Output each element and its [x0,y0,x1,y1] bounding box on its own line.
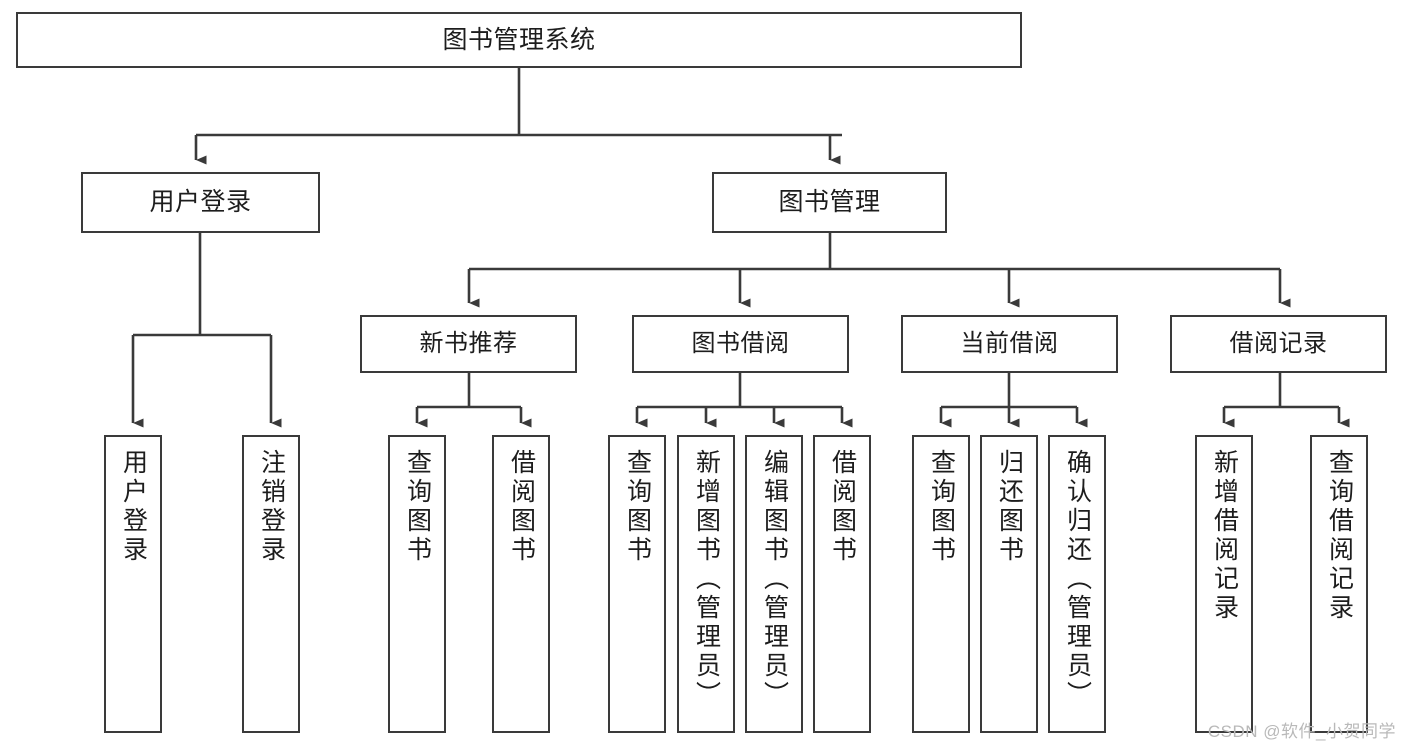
node-book-management[interactable]: 图书管理 [712,172,947,233]
node-label: 新增借阅记录 [1210,449,1239,623]
node-label: 查询图书 [623,449,652,565]
node-new-book-recommend[interactable]: 新书推荐 [360,315,577,373]
node-label: 查询图书 [403,449,432,565]
node-label: 图书管理系统 [442,25,596,54]
leaf-current-query-book[interactable]: 查询图书 [912,435,970,733]
node-label: 新增图书（管理员） [692,449,721,710]
node-label: 借阅记录 [1229,330,1328,358]
node-label: 用户登录 [149,188,252,217]
leaf-recommend-borrow-book[interactable]: 借阅图书 [492,435,550,733]
node-label: 图书管理 [778,188,881,217]
leaf-user-login-logout[interactable]: 注销登录 [242,435,300,733]
leaf-borrow-borrow-book[interactable]: 借阅图书 [813,435,871,733]
node-current-borrow[interactable]: 当前借阅 [901,315,1118,373]
node-label: 归还图书 [995,449,1024,565]
node-label: 查询借阅记录 [1325,449,1354,623]
node-label: 查询图书 [927,449,956,565]
node-label: 新书推荐 [419,330,518,358]
node-label: 注销登录 [257,449,286,565]
node-label: 借阅图书 [828,449,857,565]
watermark: CSDN @软件_小贺同学 [1207,722,1396,741]
node-label: 用户登录 [119,449,148,565]
leaf-current-confirm-return-admin[interactable]: 确认归还（管理员） [1048,435,1106,733]
node-borrow-record[interactable]: 借阅记录 [1170,315,1387,373]
node-book-borrow[interactable]: 图书借阅 [632,315,849,373]
leaf-borrow-query-book[interactable]: 查询图书 [608,435,666,733]
node-label: 当前借阅 [960,330,1059,358]
node-label: 确认归还（管理员） [1063,449,1092,710]
leaf-current-return-book[interactable]: 归还图书 [980,435,1038,733]
node-user-login[interactable]: 用户登录 [81,172,320,233]
leaf-record-query-record[interactable]: 查询借阅记录 [1310,435,1368,733]
leaf-record-add-record[interactable]: 新增借阅记录 [1195,435,1253,733]
leaf-user-login-login[interactable]: 用户登录 [104,435,162,733]
leaf-borrow-edit-book-admin[interactable]: 编辑图书（管理员） [745,435,803,733]
node-label: 编辑图书（管理员） [760,449,789,710]
leaf-borrow-add-book-admin[interactable]: 新增图书（管理员） [677,435,735,733]
node-root-system[interactable]: 图书管理系统 [16,12,1022,68]
leaf-recommend-query-book[interactable]: 查询图书 [388,435,446,733]
node-label: 借阅图书 [507,449,536,565]
node-label: 图书借阅 [691,330,790,358]
